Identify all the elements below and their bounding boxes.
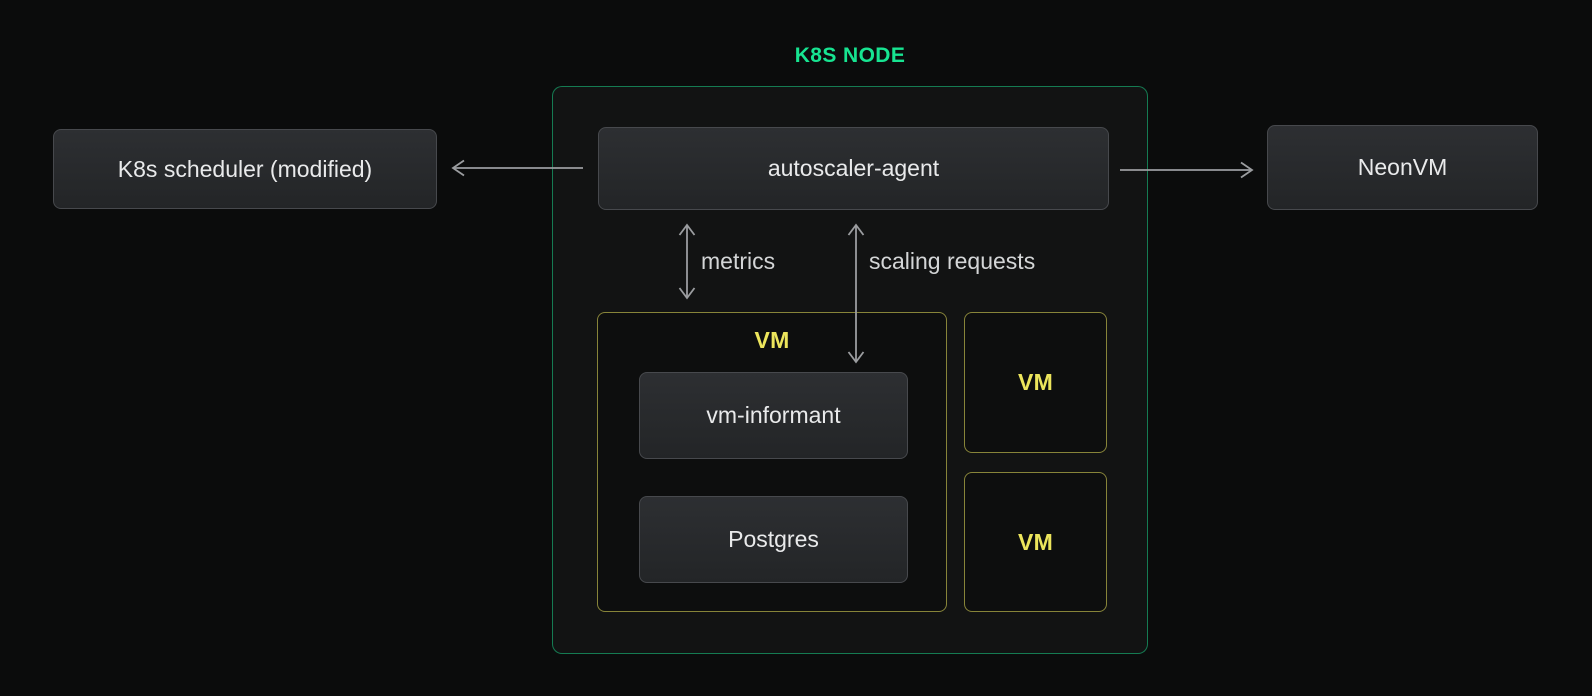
node-vm-informant: vm-informant [639, 372, 908, 459]
vm-group-box: VM vm-informant Postgres [597, 312, 947, 612]
vm-box-1-label: VM [1017, 369, 1054, 395]
vm-box-1: VM [964, 312, 1107, 453]
scaling-requests-label: scaling requests [869, 248, 1036, 274]
node-autoscaler-agent: autoscaler-agent [598, 127, 1109, 210]
node-k8s-scheduler: K8s scheduler (modified) [53, 129, 437, 209]
metrics-label: metrics [701, 248, 776, 274]
node-neonvm: NeonVM [1267, 125, 1538, 210]
vm-box-2-label: VM [1017, 528, 1054, 555]
vm-group-label: VM [754, 327, 790, 353]
vm-box-2: VM [964, 472, 1107, 612]
k8s-node-title: K8S NODE [794, 44, 906, 67]
node-postgres: Postgres [639, 496, 908, 583]
